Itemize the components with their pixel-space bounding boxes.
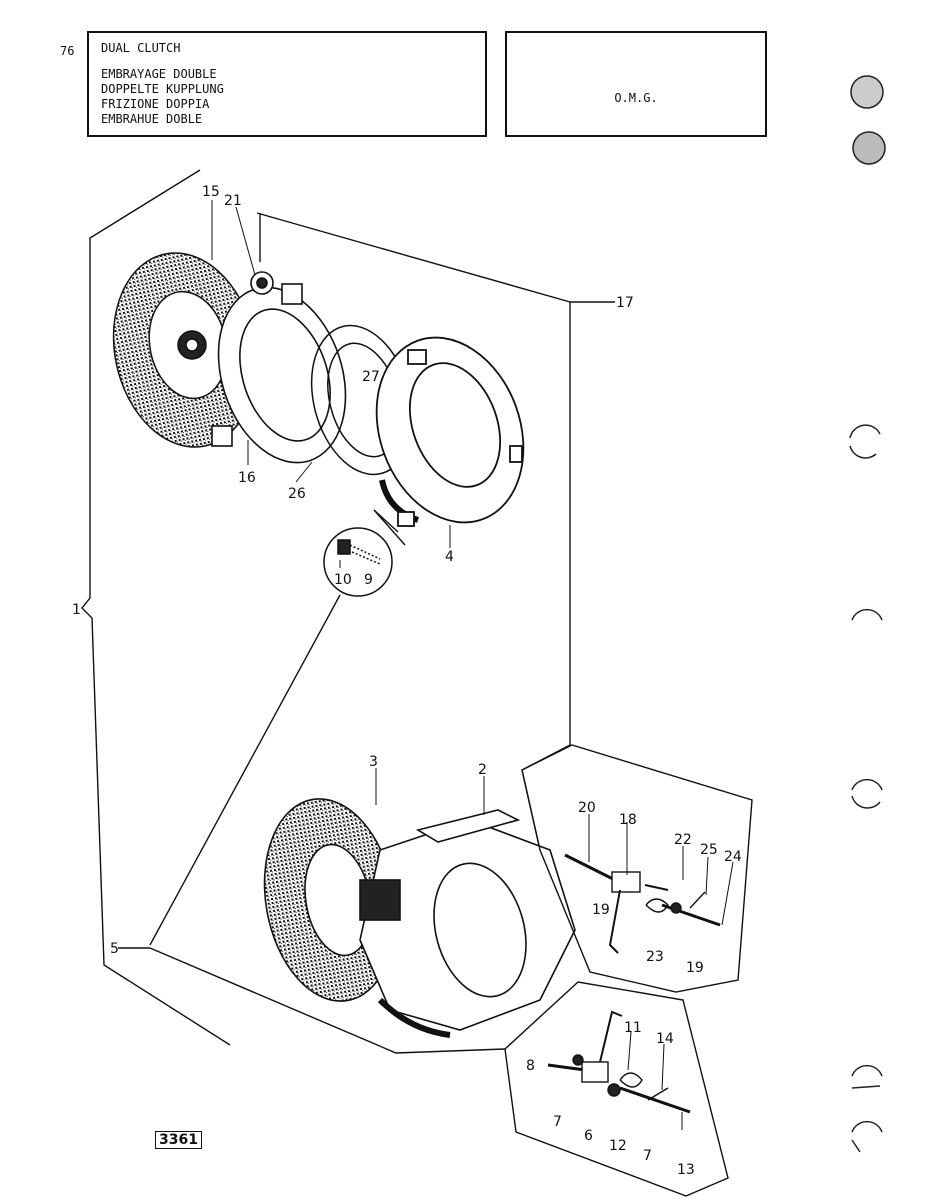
- callout-23: 23: [646, 949, 664, 965]
- title-german: DOPPELTE KUPPLUNG: [101, 82, 224, 96]
- callout-4: 4: [445, 549, 454, 565]
- callout-7a: 7: [553, 1114, 562, 1130]
- callout-9: 9: [364, 572, 373, 588]
- callout-18: 18: [619, 812, 637, 828]
- callout-12: 12: [609, 1138, 627, 1154]
- callout-22: 22: [674, 832, 692, 848]
- callout-19a: 19: [592, 902, 610, 918]
- callout-10: 10: [334, 572, 352, 588]
- callout-7b: 7: [643, 1148, 652, 1164]
- lever-detail-lower: [504, 981, 729, 1197]
- callout-16: 16: [238, 470, 256, 486]
- callout-11: 11: [624, 1020, 642, 1036]
- title-french: EMBRAYAGE DOUBLE: [101, 67, 217, 81]
- title-box: DUAL CLUTCH EMBRAYAGE DOUBLE DOPPELTE KU…: [87, 31, 487, 137]
- lever-detail-upper: [521, 744, 753, 993]
- reference-number: 3361: [155, 1131, 202, 1149]
- callout-8: 8: [526, 1058, 535, 1074]
- title-italian: FRIZIONE DOPPIA: [101, 97, 210, 111]
- callout-25: 25: [700, 842, 718, 858]
- callout-20: 20: [578, 800, 596, 816]
- callout-13: 13: [677, 1162, 695, 1178]
- callout-1: 1: [72, 602, 81, 618]
- title-english: DUAL CLUTCH: [101, 41, 181, 55]
- callout-19b: 19: [686, 960, 704, 976]
- callout-21: 21: [224, 193, 242, 209]
- friction-disc-upper: [112, 252, 258, 448]
- callout-3: 3: [369, 754, 378, 770]
- clutch-cover: [375, 336, 525, 527]
- binder-hole-marks: [849, 75, 886, 1153]
- callout-15: 15: [202, 184, 220, 200]
- callout-26: 26: [288, 486, 306, 502]
- callout-6: 6: [584, 1128, 593, 1144]
- title-spanish: EMBRAHUE DOBLE: [101, 112, 203, 126]
- callout-27: 27: [362, 369, 380, 385]
- callout-labels: 1 2 3 4 5 6 7 7 8 9 10 11 12 13 14 15 16…: [72, 184, 742, 1178]
- callout-5: 5: [110, 941, 119, 957]
- manufacturer-code: O.M.G.: [614, 91, 658, 105]
- callout-2: 2: [478, 762, 487, 778]
- callout-14: 14: [656, 1031, 674, 1047]
- clutch-assembly-lower: [263, 798, 576, 1038]
- pressure-plate: [211, 271, 347, 464]
- page-number: 76: [60, 44, 75, 58]
- manufacturer-box: O.M.G.: [505, 31, 767, 137]
- callout-17: 17: [616, 295, 634, 311]
- detail-circle: [323, 527, 393, 597]
- callout-24: 24: [724, 849, 742, 865]
- leader-lines: [211, 200, 734, 1130]
